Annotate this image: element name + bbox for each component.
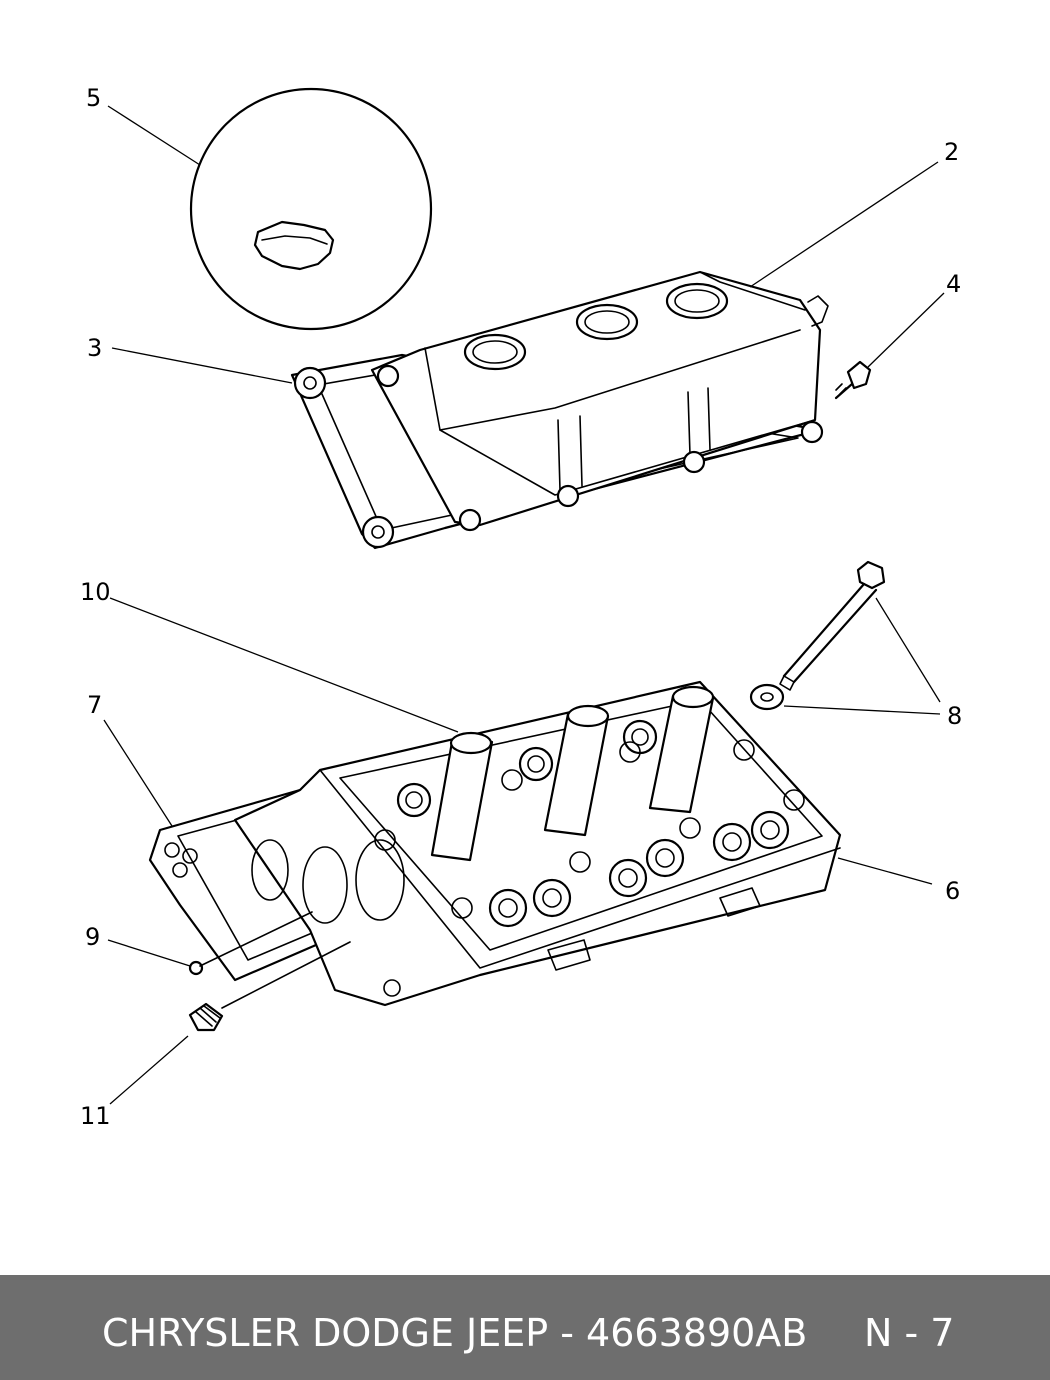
callout-7: 7 bbox=[87, 691, 102, 719]
page-number-label: N - 7 bbox=[864, 1311, 955, 1355]
head-bolt bbox=[779, 560, 886, 691]
valve-cover bbox=[370, 270, 829, 532]
oil-filler-cap-detail bbox=[189, 87, 433, 331]
valve-cover-bolt bbox=[834, 360, 872, 400]
callout-11: 11 bbox=[80, 1102, 111, 1130]
part-number-label: CHRYSLER DODGE JEEP - 4663890AB bbox=[102, 1311, 808, 1355]
threaded-plug bbox=[188, 1002, 224, 1032]
callout-2: 2 bbox=[944, 138, 959, 166]
diagram-canvas: 2 3 4 5 6 7 8 9 10 11 bbox=[80, 84, 962, 1130]
callout-9: 9 bbox=[85, 923, 100, 951]
exploded-parts-diagram: 2 3 4 5 6 7 8 9 10 11 bbox=[80, 84, 962, 1130]
leader-lines bbox=[103, 105, 945, 1105]
callout-5: 5 bbox=[86, 84, 101, 112]
callout-8: 8 bbox=[947, 702, 962, 730]
callout-6: 6 bbox=[945, 877, 960, 905]
cylinder-head bbox=[233, 680, 842, 1007]
callout-4: 4 bbox=[946, 270, 961, 298]
head-bolt-washer bbox=[749, 683, 785, 711]
callout-3: 3 bbox=[87, 334, 102, 362]
footer-bar: CHRYSLER DODGE JEEP - 4663890AB N - 7 bbox=[0, 1275, 1050, 1380]
callout-10: 10 bbox=[80, 578, 111, 606]
dowel-pin bbox=[188, 960, 204, 976]
